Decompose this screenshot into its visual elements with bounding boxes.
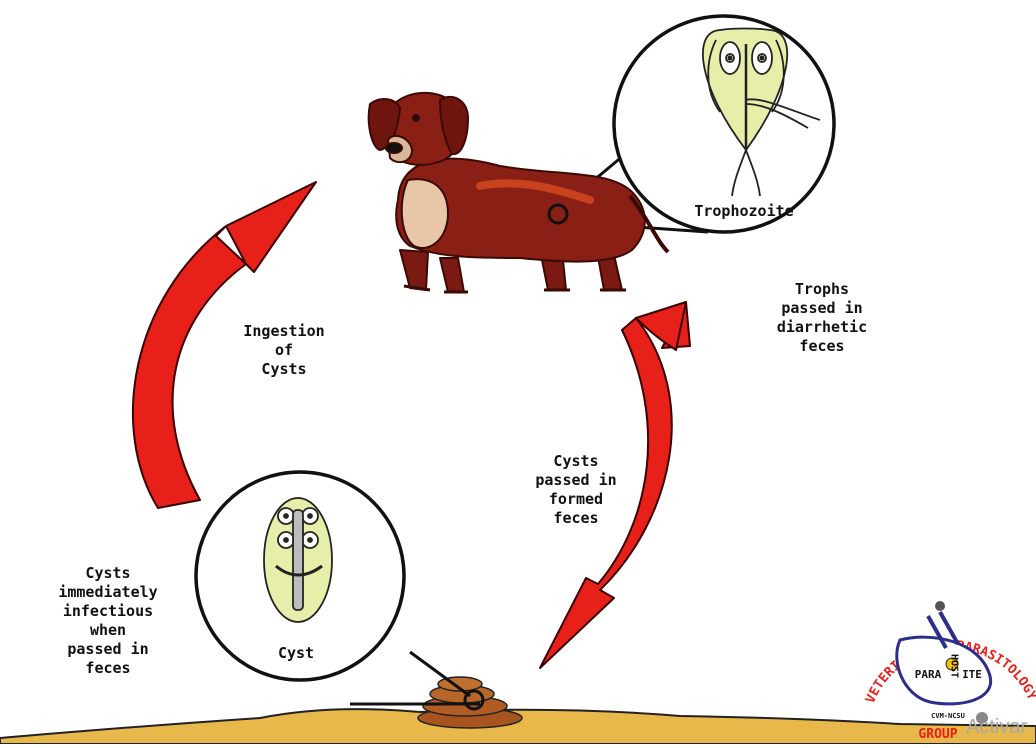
label-trophs-passed: Trophs passed in diarrhetic feces — [762, 280, 882, 356]
logo-ite: ITE — [962, 668, 982, 681]
logo-para: PARA — [915, 668, 942, 681]
trophozoite-circle: Trophozoite — [614, 16, 834, 232]
logo-group: GROUP — [918, 727, 957, 742]
cyst-label: Cyst — [278, 644, 314, 662]
cyst-cell — [264, 498, 332, 622]
logo-host: HOST — [949, 654, 960, 678]
label-ingestion-of-cysts: Ingestion of Cysts — [226, 322, 342, 379]
watermark-text: Activar — [966, 716, 1027, 739]
cyst-circle: Cyst — [196, 472, 404, 680]
label-cysts-infectious: Cysts immediately infectious when passed… — [40, 564, 176, 678]
label-cysts-passed-formed: Cysts passed in formed feces — [516, 452, 636, 528]
trophozoite-label: Trophozoite — [694, 202, 793, 220]
logo-school: CVM-NCSU — [931, 712, 965, 720]
